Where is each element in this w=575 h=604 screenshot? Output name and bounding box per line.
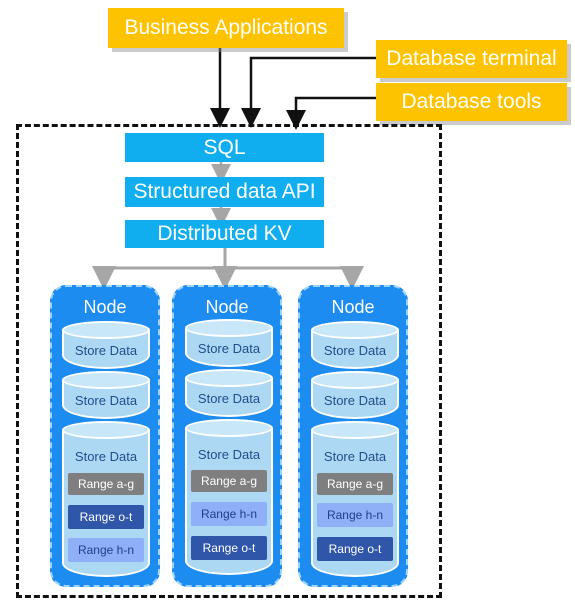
store-data-label: Store Data	[197, 447, 261, 462]
range-block: Range h-n	[317, 503, 393, 527]
distributed-kv-layer: Distributed KV	[125, 220, 324, 248]
sql-label: SQL	[203, 135, 246, 159]
node-1: Node Store Data Store Data Store Data Ra…	[50, 285, 160, 587]
system-boundary	[16, 124, 442, 598]
store-data-label: Store Data	[74, 343, 138, 358]
store-data-cylinder: Store Data Range a-g Range h-n Range o-t	[185, 419, 273, 575]
business-applications-label: Business Applications	[124, 16, 328, 39]
node-title: Node	[331, 297, 375, 317]
sql-layer: SQL	[125, 133, 324, 162]
store-data-cylinder: Store Data	[185, 319, 273, 367]
range-block: Range o-t	[68, 505, 144, 529]
store-data-label: Store Data	[197, 391, 261, 406]
node-2: Node Store Data Store Data Store Data Ra…	[172, 285, 282, 587]
range-block: Range a-g	[68, 473, 144, 495]
store-data-label: Store Data	[74, 449, 138, 464]
store-data-cylinder: Store Data	[62, 371, 150, 419]
range-block: Range a-g	[317, 473, 393, 495]
store-data-label: Store Data	[323, 393, 387, 408]
store-data-label: Store Data	[197, 341, 261, 356]
range-block: Range h-n	[68, 538, 144, 562]
database-tools-box: Database tools	[376, 83, 567, 121]
store-data-cylinder: Store Data	[62, 321, 150, 369]
distributed-kv-label: Distributed KV	[157, 222, 292, 245]
node-title: Node	[205, 297, 249, 317]
node-3: Node Store Data Store Data Store Data Ra…	[298, 285, 408, 587]
business-applications-box: Business Applications	[108, 8, 344, 48]
database-terminal-box: Database terminal	[376, 40, 567, 78]
store-data-label: Store Data	[323, 343, 387, 358]
store-data-cylinder: Store Data	[311, 321, 399, 369]
structured-data-api-label: Structured data API	[133, 180, 316, 203]
database-terminal-label: Database terminal	[386, 47, 557, 70]
store-data-cylinder: Store Data Range a-g Range o-t Range h-n	[62, 421, 150, 577]
range-block: Range h-n	[191, 502, 267, 526]
range-block: Range o-t	[317, 537, 393, 561]
database-tools-label: Database tools	[401, 90, 542, 113]
range-block: Range o-t	[191, 536, 267, 560]
arrow-terminal-to-sql	[241, 56, 378, 128]
store-data-cylinder: Store Data Range a-g Range h-n Range o-t	[311, 421, 399, 577]
structured-data-api-layer: Structured data API	[125, 177, 324, 207]
node-title: Node	[83, 297, 127, 317]
store-data-cylinder: Store Data	[185, 369, 273, 417]
store-data-label: Store Data	[323, 449, 387, 464]
range-block: Range a-g	[191, 470, 267, 492]
store-data-label: Store Data	[74, 393, 138, 408]
arrow-tools-to-sql	[286, 96, 378, 130]
store-data-cylinder: Store Data	[311, 371, 399, 419]
